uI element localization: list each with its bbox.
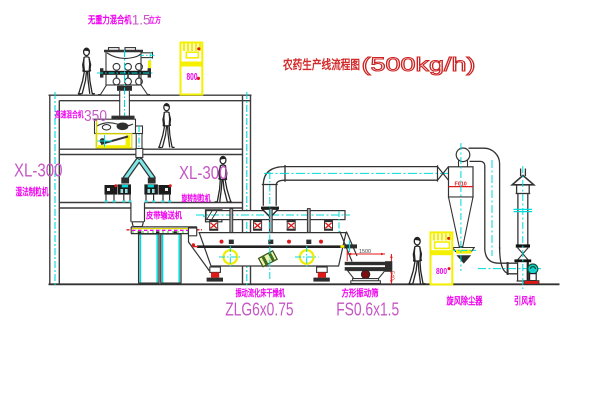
svg-text:振动流化床干燥机: 振动流化床干燥机 (236, 288, 286, 300)
svg-text:农药生产线流程图: 农药生产线流程图 (282, 57, 360, 72)
svg-text:800: 800 (436, 267, 447, 276)
svg-text:XL-300: XL-300 (14, 161, 63, 181)
svg-text:方形振动筛: 方形振动筛 (342, 288, 379, 300)
svg-text:皮带输送机: 皮带输送机 (145, 209, 182, 220)
svg-text:ZLG6x0.75: ZLG6x0.75 (225, 299, 293, 319)
svg-text:旋转制粒机: 旋转制粒机 (181, 192, 211, 203)
svg-text:立方: 立方 (149, 15, 162, 25)
svg-text:引风机: 引风机 (514, 295, 536, 308)
svg-text:540: 540 (388, 271, 394, 280)
svg-text:1.5: 1.5 (132, 12, 151, 27)
svg-text:350: 350 (84, 108, 107, 125)
svg-text:FS0.6x1.5: FS0.6x1.5 (336, 299, 399, 319)
svg-text:(500kg/h): (500kg/h) (362, 54, 476, 76)
svg-text:旋风除尘器: 旋风除尘器 (446, 295, 483, 308)
svg-text:800: 800 (187, 71, 198, 83)
svg-text:1500: 1500 (359, 249, 371, 255)
svg-text:湿法制粒机: 湿法制粒机 (16, 186, 49, 199)
svg-text:F010: F010 (455, 182, 467, 188)
svg-text:高速混合机: 高速混合机 (55, 109, 84, 119)
svg-text:XL-300: XL-300 (179, 163, 228, 183)
svg-text:无重力混合机: 无重力混合机 (87, 14, 131, 27)
